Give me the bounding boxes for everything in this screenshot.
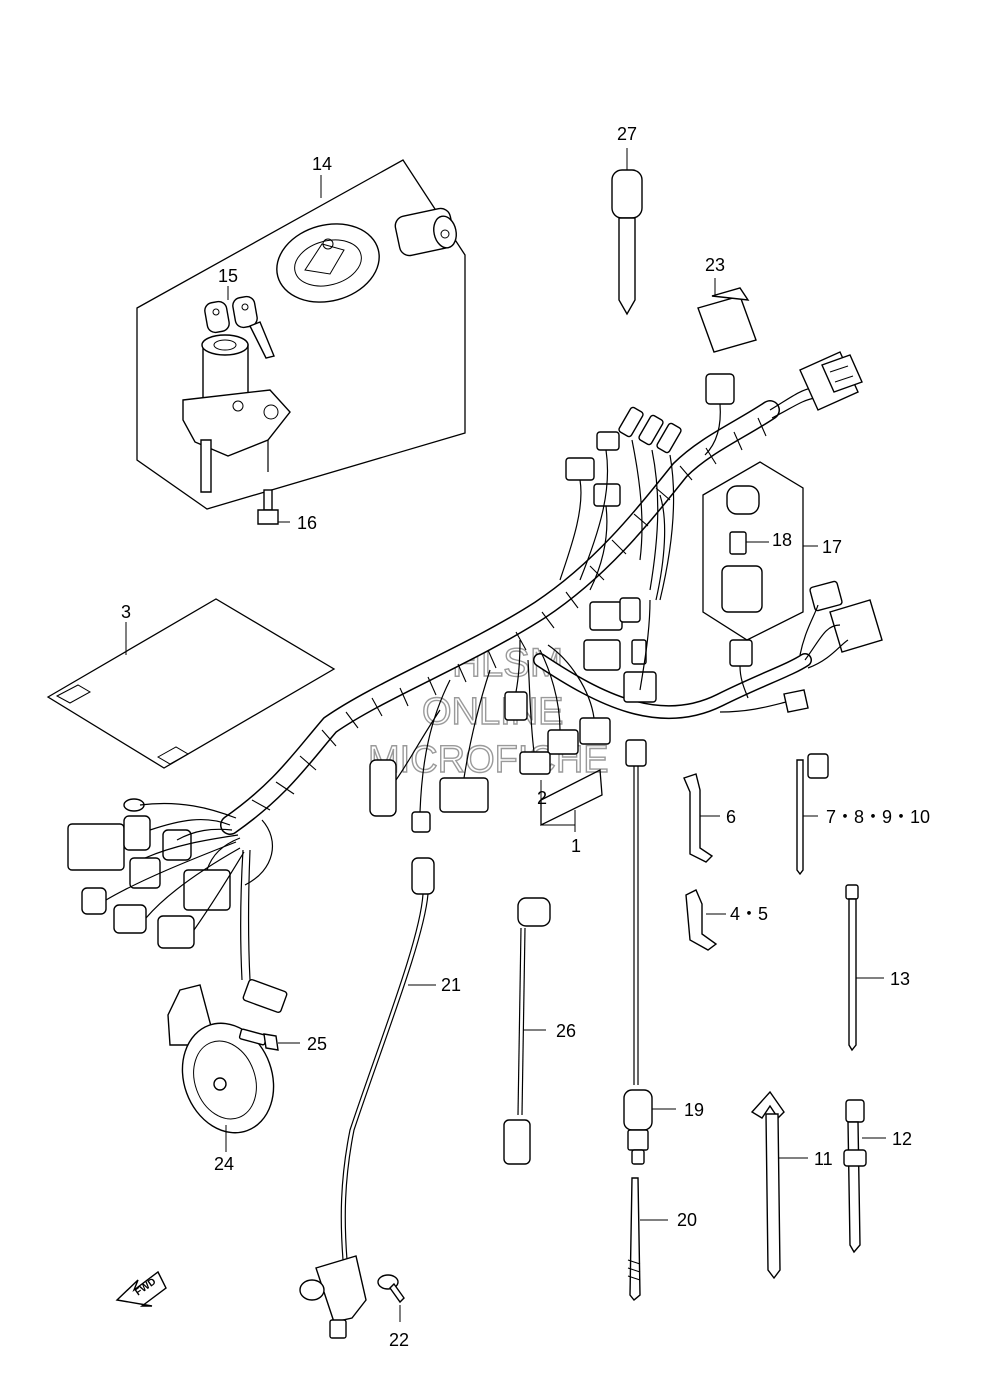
callout-15: 15 (218, 266, 238, 286)
clamp-4-5 (685, 889, 726, 951)
ignition-switch (182, 334, 291, 493)
key-pair (204, 295, 275, 359)
callout-17: 17 (822, 537, 842, 557)
callout-11: 11 (814, 1149, 833, 1169)
callout-3: 3 (121, 602, 131, 622)
callout-24: 24 (214, 1154, 234, 1174)
side-stand-switch-21 (299, 857, 436, 1339)
connector-upper-right (799, 351, 863, 411)
clamp-tie-11 (750, 1090, 808, 1280)
watermark-line2: ONLINE (422, 691, 563, 733)
cable-tie-13 (845, 884, 884, 1052)
switch-19 (623, 739, 676, 1165)
callout-18: 18 (772, 530, 792, 550)
connector-cluster-top (559, 373, 735, 601)
callout-26: 26 (556, 1021, 576, 1041)
fuse-holder (721, 565, 763, 613)
harness-tape-wraps (251, 417, 767, 811)
callout-25: 25 (307, 1034, 327, 1054)
callout-14: 14 (312, 154, 332, 174)
pin-20 (627, 1177, 668, 1301)
callout-7-10: 7・8・9・10 (826, 807, 930, 827)
fuse-18 (729, 531, 747, 555)
bolt-16 (257, 489, 290, 525)
callout-19: 19 (684, 1100, 704, 1120)
callout-21: 21 (441, 975, 461, 995)
tie-12 (843, 1099, 886, 1254)
main-wiring-harness (67, 351, 883, 1014)
connector-cluster-middle (583, 494, 883, 713)
callout-20: 20 (677, 1210, 697, 1230)
callout-27: 27 (617, 124, 637, 144)
seat-lock-cylinder (394, 207, 457, 257)
fuel-cap (276, 223, 380, 303)
callout-6: 6 (726, 807, 736, 827)
clamp-6 (683, 773, 720, 863)
key-blank-27 (611, 148, 643, 316)
callout-16: 16 (297, 513, 317, 533)
callout-labels: 1 2 3 4・5 6 7・8・9・10 11 12 13 14 15 16 1… (121, 124, 930, 1350)
direction-arrow: FWD (115, 1270, 167, 1307)
fuse-box-outline (702, 461, 804, 641)
callout-2: 2 (537, 788, 547, 808)
horn-24 (167, 984, 275, 1152)
bolt-25 (238, 1028, 300, 1051)
callout-22: 22 (389, 1330, 409, 1350)
fuse-box-group (702, 461, 818, 641)
callout-1: 1 (571, 836, 581, 856)
label-sheet-3 (46, 598, 336, 769)
cable-tie-7-10 (796, 753, 829, 876)
callout-12: 12 (892, 1129, 912, 1149)
callout-4-5: 4・5 (730, 904, 768, 924)
ignition-lock-set-group (136, 159, 466, 525)
lock-set-box (136, 159, 466, 510)
relay-23 (697, 278, 757, 353)
connector-cluster-left (67, 798, 288, 1014)
watermark: HLSM ONLINE MICROFICHE (367, 640, 609, 781)
screw-22 (377, 1274, 405, 1322)
callout-23: 23 (705, 255, 725, 275)
fuse-holder-cap (726, 485, 760, 515)
connector-cluster-lower-center (369, 639, 611, 833)
sensor-lead-26 (503, 897, 551, 1165)
callout-13: 13 (890, 969, 910, 989)
